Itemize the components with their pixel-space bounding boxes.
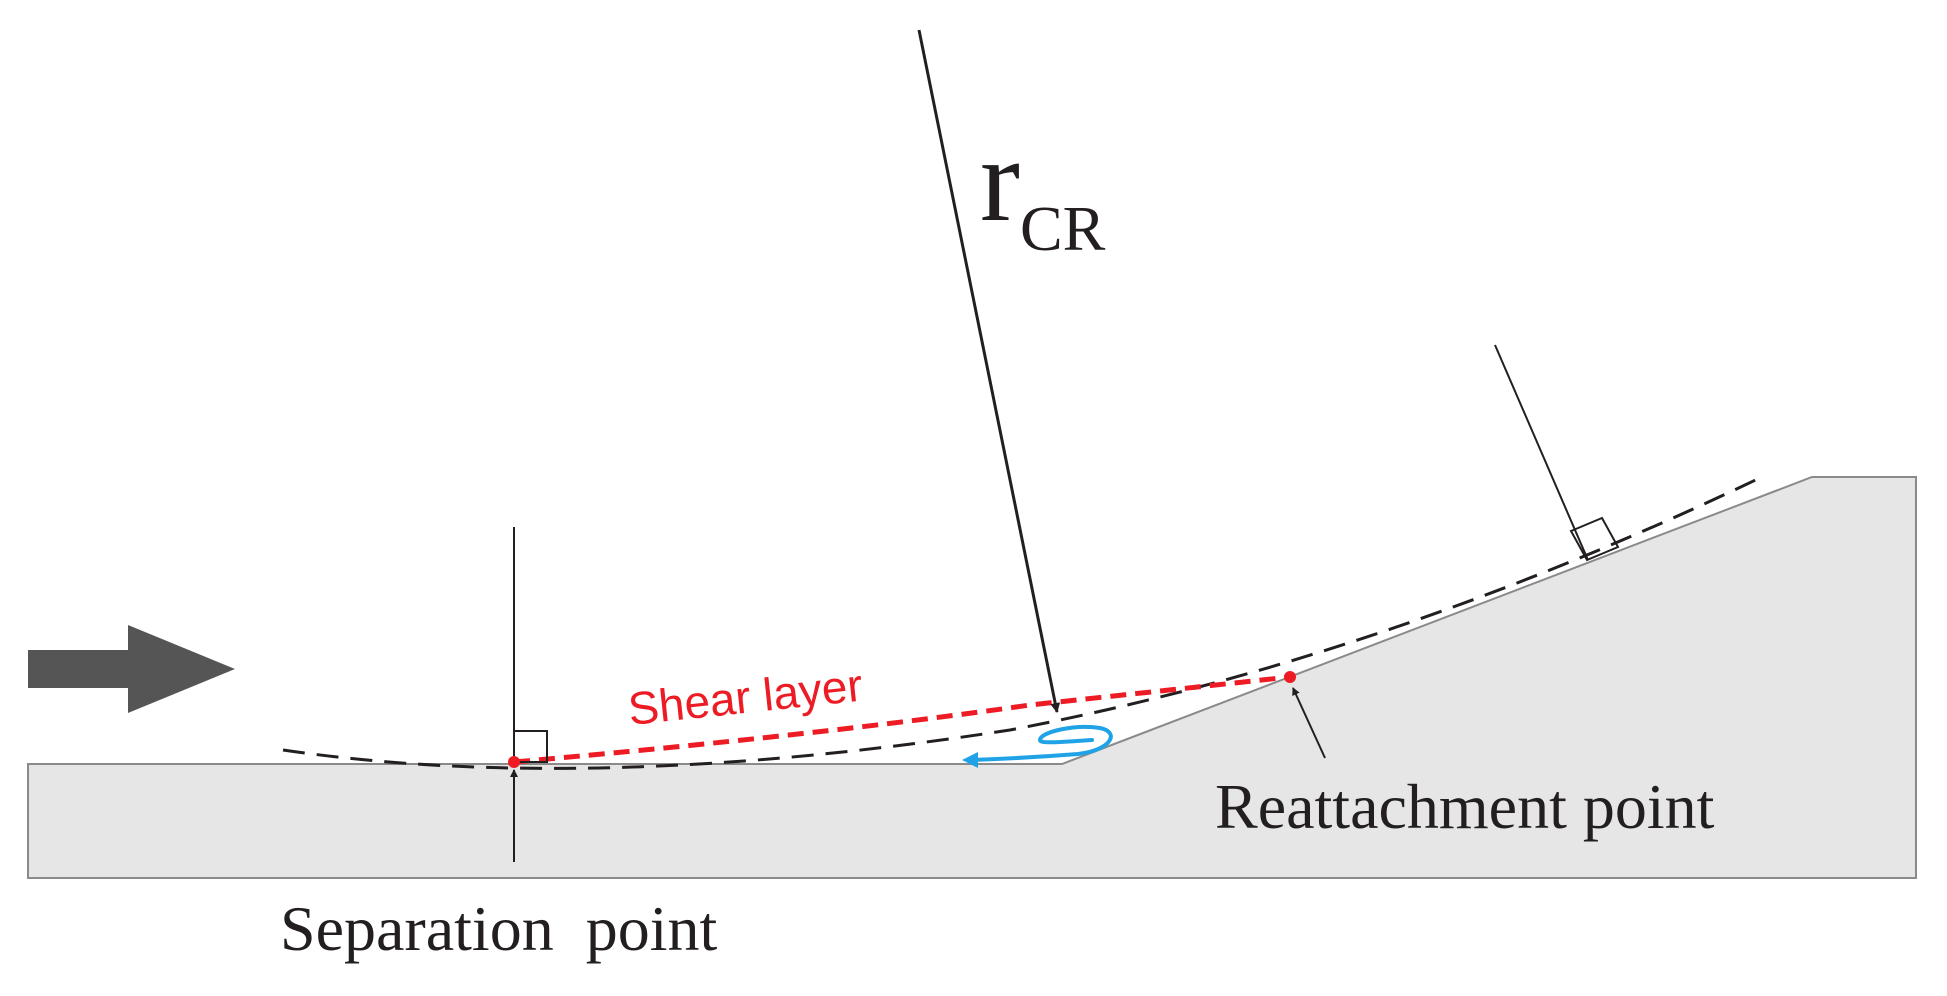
ramp-normal-line [1494,344,1589,561]
ground-ramp-body [27,476,1917,879]
reattachment-point-dot [1284,671,1296,683]
radius-arrow [917,29,1061,713]
radius-label-subscript: CR [1020,193,1106,264]
separation-right-angle-marker [513,730,548,763]
flow-direction-arrow-icon [28,625,235,713]
separation-point-dot [508,756,520,768]
shear-layer-label: Shear layer [626,659,865,735]
radius-label-main: r [980,113,1020,246]
reattachment-point-label: Reattachment point [1215,771,1715,842]
recirculation-vortex-icon [962,724,1113,768]
reattachment-pointer-arrow [1292,687,1326,759]
ramp-right-angle-marker [1569,516,1620,562]
separation-point-label: Separation point [280,893,717,964]
shear-layer-line [513,674,1291,765]
curvature-dashed-curve [282,473,1767,770]
radius-label: rCR [980,113,1106,264]
